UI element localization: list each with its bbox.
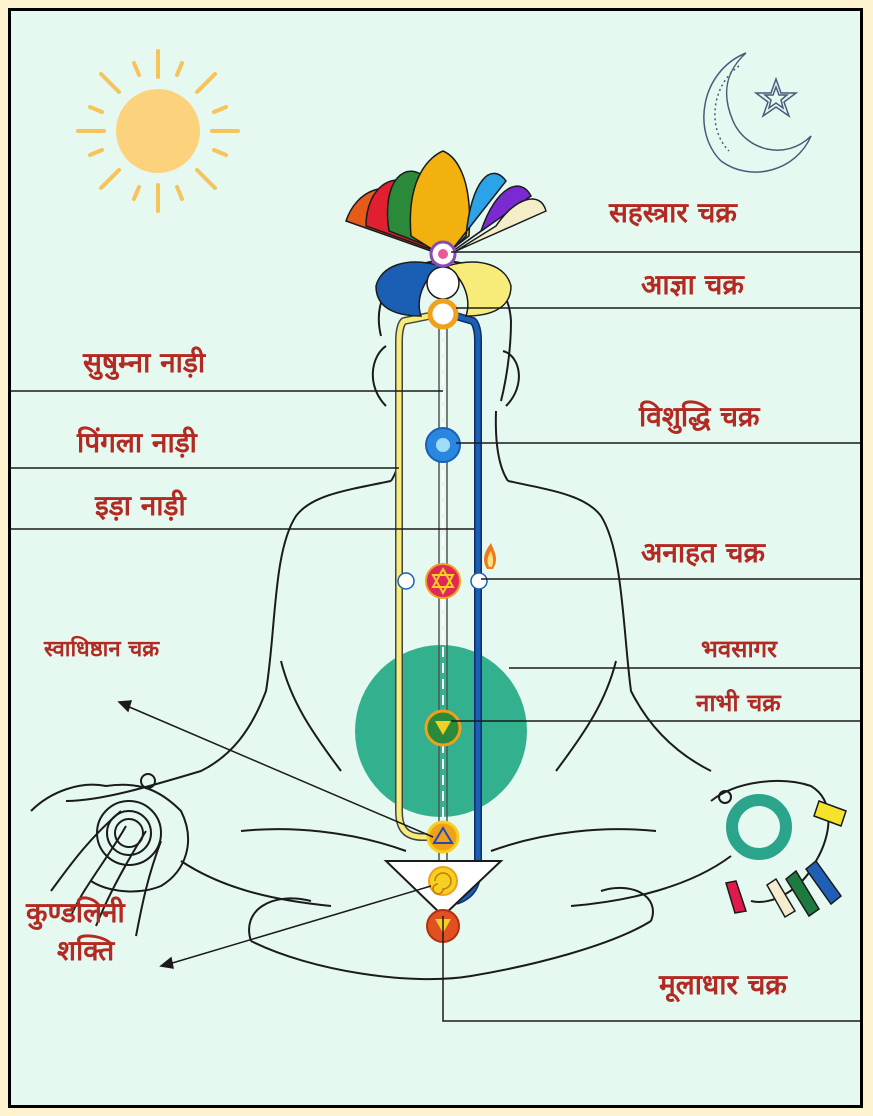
bhavsagar-label: भवसागर bbox=[701, 637, 777, 661]
kundalini-label-line1: कुण्डलिनी bbox=[26, 899, 125, 927]
nabhi-chakra-icon bbox=[426, 711, 460, 745]
candle-flame-icon bbox=[484, 543, 496, 569]
left-palm bbox=[31, 774, 188, 891]
pingala-node-icon bbox=[398, 573, 414, 589]
diagram-frame: सहस्त्रार चक्र आज्ञा चक्र सुषुम्ना नाड़ी… bbox=[8, 8, 863, 1108]
lotus-icon bbox=[346, 151, 546, 316]
crescent-moon-star-icon bbox=[704, 53, 811, 172]
anahat-label: अनाहत चक्र bbox=[641, 539, 765, 567]
vishuddhi-label: विशुद्धि चक्र bbox=[639, 403, 760, 431]
pingala-label: पिंगला नाड़ी bbox=[77, 429, 197, 457]
kundalini-label-line2: शक्ति bbox=[57, 937, 114, 965]
sun-icon bbox=[78, 51, 238, 211]
nabhi-label: नाभी चक्र bbox=[696, 691, 781, 715]
kundalini-triangle bbox=[386, 861, 501, 916]
swadhishthan-label: स्वाधिष्ठान चक्र bbox=[44, 639, 159, 661]
sushumna-label: सुषुम्ना नाड़ी bbox=[83, 349, 205, 377]
ida-label: इड़ा नाड़ी bbox=[95, 492, 186, 520]
sahasrara-chakra-icon bbox=[431, 242, 455, 266]
mooladhar-label: मूलाधार चक्र bbox=[659, 971, 787, 999]
agya-chakra-icon bbox=[430, 301, 456, 327]
ida-node-icon bbox=[471, 573, 487, 589]
anahat-chakra-icon bbox=[426, 564, 460, 598]
sahasrara-label: सहस्त्रार चक्र bbox=[609, 199, 737, 227]
right-palm bbox=[711, 781, 846, 917]
vishuddhi-chakra-icon bbox=[426, 428, 460, 462]
agya-label: आज्ञा चक्र bbox=[641, 271, 744, 299]
